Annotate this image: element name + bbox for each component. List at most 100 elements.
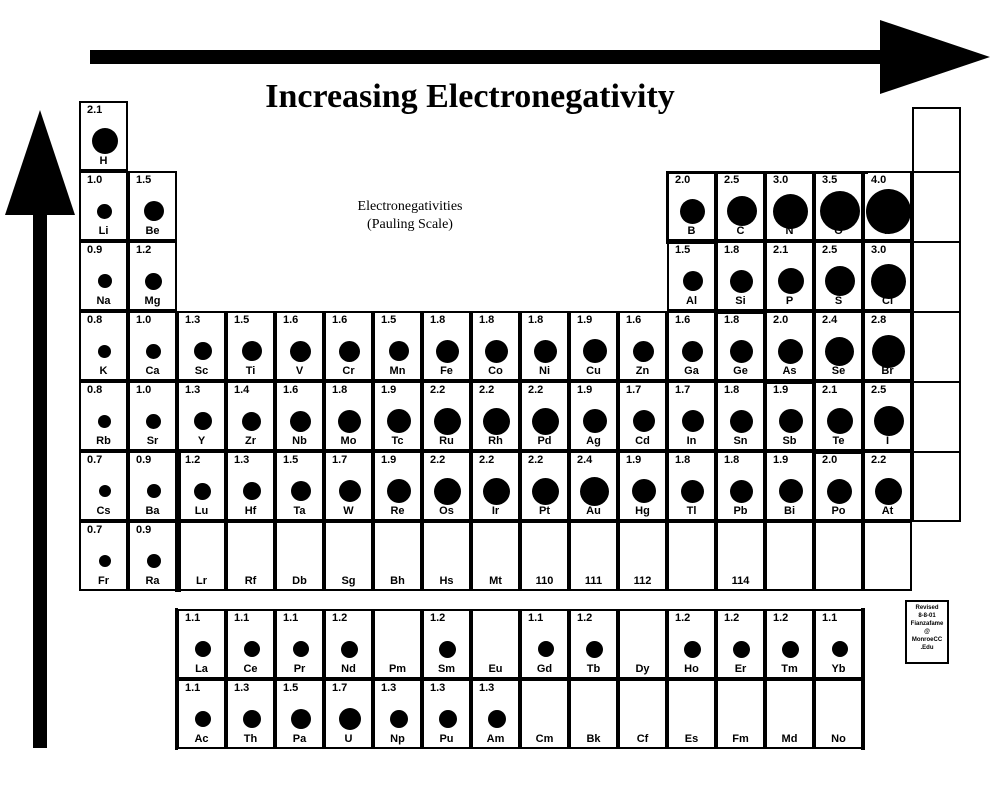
element-cell: No (814, 679, 863, 749)
element-symbol: V (295, 365, 304, 377)
electronegativity-dot (483, 407, 510, 435)
element-cell: Pm (373, 609, 422, 679)
electronegativity-value: 1.5 (381, 314, 397, 326)
electronegativity-dot (338, 480, 361, 502)
element-symbol: Lr (196, 575, 207, 587)
scale-caption: Electronegativities (Pauling Scale) (330, 198, 490, 234)
element-cell (667, 521, 716, 591)
element-symbol: At (881, 505, 894, 517)
electronegativity-value: 1.8 (430, 314, 446, 326)
right-arrow-icon (90, 20, 990, 94)
electronegativity-dot (873, 406, 904, 436)
electronegativity-dot (243, 641, 260, 657)
f-block-separator (175, 452, 181, 592)
element-symbol: Bi (784, 505, 795, 517)
electronegativity-dot (338, 409, 361, 433)
element-symbol: Ru (439, 435, 454, 447)
electronegativity-value: 1.5 (234, 314, 250, 326)
scale-caption-line1: Electronegativities (357, 199, 463, 214)
note-line: .Edu (920, 645, 934, 651)
electronegativity-dot (339, 340, 360, 362)
electronegativity-dot (831, 641, 848, 657)
electronegativity-value: 1.8 (724, 454, 740, 466)
element-symbol: Nb (292, 435, 307, 447)
staircase-line (813, 451, 864, 454)
electronegativity-value: 2.1 (773, 244, 789, 256)
electronegativity-dot (91, 128, 118, 154)
noble-gas-divider (912, 241, 961, 243)
electronegativity-dot (682, 271, 703, 291)
element-symbol: Sb (782, 435, 797, 447)
electronegativity-dot (436, 339, 459, 363)
electronegativity-dot (632, 410, 655, 432)
electronegativity-dot (582, 409, 607, 433)
element-symbol: Pr (293, 663, 306, 675)
electronegativity-value: 2.2 (871, 454, 887, 466)
element-symbol: Ti (245, 365, 256, 377)
element-symbol: La (195, 663, 208, 675)
element-symbol: Md (781, 733, 798, 745)
element-symbol: In (686, 435, 697, 447)
element-symbol: Br (881, 365, 894, 377)
noble-gas-divider (912, 311, 961, 313)
element-cell: Bh (373, 521, 422, 591)
electronegativity-dot (534, 339, 557, 363)
element-cell: Md (765, 679, 814, 749)
element-symbol: Tl (686, 505, 697, 517)
element-symbol: Cl (882, 295, 893, 307)
electronegativity-value: 1.8 (724, 314, 740, 326)
electronegativity-dot (389, 710, 408, 728)
electronegativity-dot (580, 476, 609, 506)
noble-gas-divider (912, 451, 961, 453)
electronegativity-value: 1.2 (185, 454, 201, 466)
electronegativity-value: 3.0 (871, 244, 887, 256)
element-symbol: Bh (390, 575, 405, 587)
element-symbol: Ce (243, 663, 258, 675)
electronegativity-dot (290, 410, 311, 432)
element-symbol: Ho (684, 663, 699, 675)
electronegativity-value: 1.3 (430, 682, 446, 694)
electronegativity-dot (97, 203, 112, 219)
element-cell: Eu (471, 609, 520, 679)
electronegativity-dot (290, 709, 311, 729)
electronegativity-value: 1.7 (626, 384, 642, 396)
element-symbol: Pt (539, 505, 550, 517)
electronegativity-value: 1.2 (332, 612, 348, 624)
electronegativity-dot (98, 555, 111, 567)
electronegativity-dot (487, 710, 506, 728)
electronegativity-dot (681, 479, 704, 503)
element-symbol: Al (686, 295, 697, 307)
element-symbol: Na (96, 295, 111, 307)
electronegativity-value: 2.2 (479, 384, 495, 396)
element-symbol: Fe (440, 365, 453, 377)
electronegativity-dot (386, 409, 411, 433)
element-symbol: Fm (732, 733, 749, 745)
element-symbol: Sc (194, 365, 209, 377)
electronegativity-dot (388, 341, 409, 361)
electronegativity-dot (98, 414, 111, 428)
electronegativity-value: 2.2 (528, 454, 544, 466)
electronegativity-value: 1.7 (675, 384, 691, 396)
electronegativity-dot (145, 272, 162, 290)
